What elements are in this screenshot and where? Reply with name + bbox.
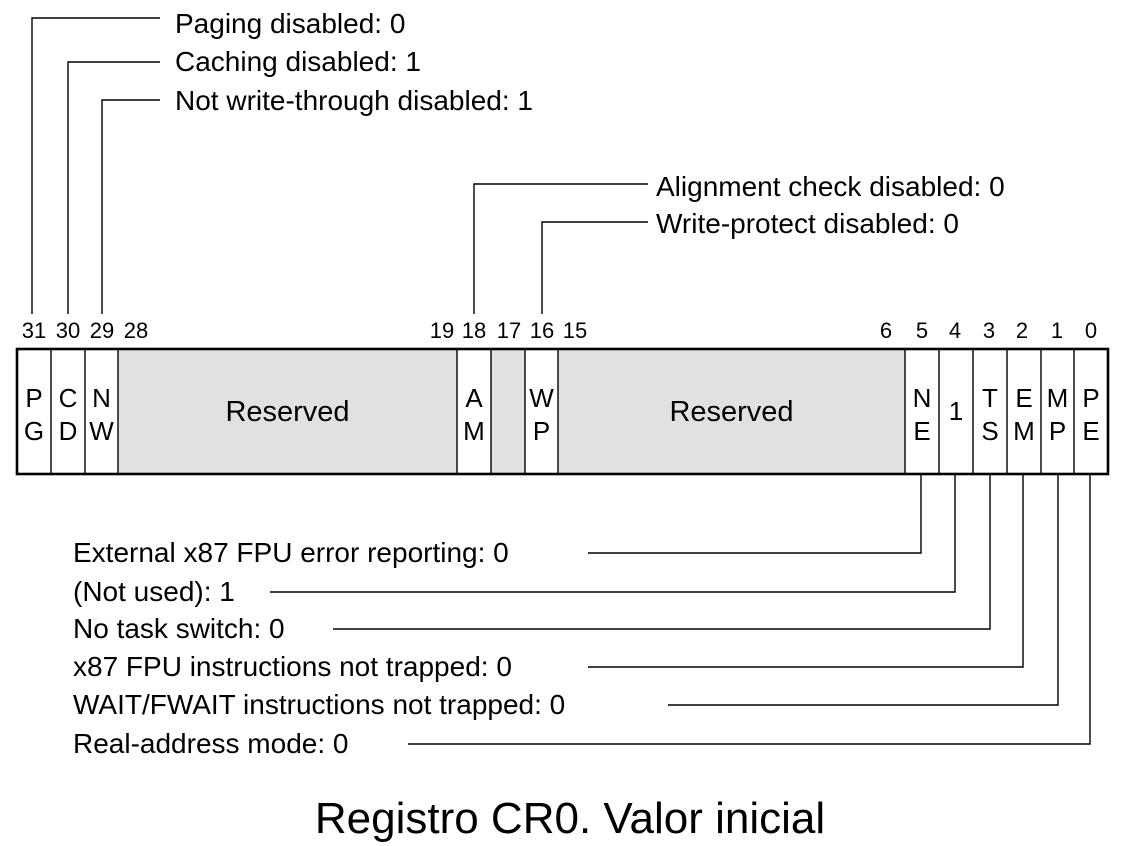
diagram-caption: Registro CR0. Valor inicial xyxy=(315,794,825,843)
field-pe-label-2: E xyxy=(1082,416,1099,446)
bit-number: 18 xyxy=(462,318,486,343)
bit-number: 15 xyxy=(563,318,587,343)
bit-number: 6 xyxy=(880,318,892,343)
register-border xyxy=(15,347,1110,476)
leader-line-cd xyxy=(67,61,160,314)
field-am-label-1: A xyxy=(465,383,483,413)
leader-line-pg xyxy=(31,17,160,314)
field-bit4-fill xyxy=(939,349,973,474)
field-reserved-high-fill xyxy=(118,349,457,474)
field-em: EM xyxy=(1007,349,1041,474)
field-bit4-label: 1 xyxy=(949,396,963,426)
field-wp-label-2: P xyxy=(533,416,550,446)
field-mp-label-2: P xyxy=(1049,416,1066,446)
field-nw-label-1: N xyxy=(92,383,111,413)
field-wp: WP xyxy=(525,349,558,474)
field-wp-label-1: W xyxy=(529,383,554,413)
field-ne: NE xyxy=(905,349,939,474)
bit-number: 5 xyxy=(916,318,928,343)
bit-number: 2 xyxy=(1016,318,1028,343)
annotation-pe: Real-address mode: 0 xyxy=(73,728,348,759)
field-am: AM xyxy=(457,349,491,474)
field-em-label-2: M xyxy=(1013,416,1035,446)
field-ts-label-2: S xyxy=(981,416,998,446)
field-reserved-high: Reserved xyxy=(118,349,457,474)
bit-number: 30 xyxy=(56,318,80,343)
annotation-nw: Not write-through disabled: 1 xyxy=(175,85,533,116)
field-reserved-low-fill xyxy=(558,349,905,474)
field-reserved-low-label: Reserved xyxy=(669,396,793,428)
field-nw-fill xyxy=(85,349,118,474)
leader-line-pe xyxy=(408,474,1091,745)
bit-number: 0 xyxy=(1085,318,1097,343)
leader-line-ne xyxy=(588,474,922,554)
field-am-fill xyxy=(457,349,491,474)
leader-line-bit4 xyxy=(270,474,956,593)
annotation-cd: Caching disabled: 1 xyxy=(175,46,421,77)
field-cd-label-1: C xyxy=(59,383,78,413)
field-ne-label-1: N xyxy=(913,383,932,413)
field-pg-label-1: P xyxy=(25,383,42,413)
field-pg-fill xyxy=(17,349,51,474)
bit-number: 4 xyxy=(949,318,961,343)
bit-number: 17 xyxy=(497,318,521,343)
field-em-fill xyxy=(1007,349,1041,474)
field-cd-label-2: D xyxy=(59,416,78,446)
field-mp-fill xyxy=(1041,349,1074,474)
bottom-annotations: External x87 FPU error reporting: 0 (Not … xyxy=(73,474,1091,759)
leader-line-mp xyxy=(668,474,1059,706)
annotation-ts: No task switch: 0 xyxy=(73,613,285,644)
field-reserved-low: Reserved xyxy=(558,349,905,474)
annotation-wp: Write-protect disabled: 0 xyxy=(656,208,959,239)
field-ts-fill xyxy=(973,349,1007,474)
leader-line-wp xyxy=(541,221,648,314)
annotation-bit4: (Not used): 1 xyxy=(73,576,235,607)
field-bit17-fill xyxy=(491,349,525,474)
bit-number: 31 xyxy=(22,318,46,343)
field-reserved-high-label: Reserved xyxy=(225,396,349,428)
field-pe: PE xyxy=(1074,349,1108,474)
annotation-am: Alignment check disabled: 0 xyxy=(656,171,1005,202)
bit-number: 16 xyxy=(530,318,554,343)
field-mp: MP xyxy=(1041,349,1074,474)
bit-number: 1 xyxy=(1051,318,1063,343)
field-bit4: 1 xyxy=(939,349,973,474)
field-pg-label-2: G xyxy=(24,416,44,446)
annotation-mp: WAIT/FWAIT instructions not trapped: 0 xyxy=(73,689,565,720)
annotation-ne: External x87 FPU error reporting: 0 xyxy=(73,537,509,568)
field-cd-fill xyxy=(51,349,85,474)
field-em-label-1: E xyxy=(1015,383,1032,413)
field-wp-fill xyxy=(525,349,558,474)
field-pe-label-1: P xyxy=(1082,383,1099,413)
field-cd: CD xyxy=(51,349,85,474)
top-annotations: Paging disabled: 0 Caching disabled: 1 Not… xyxy=(31,8,1005,314)
field-ne-fill xyxy=(905,349,939,474)
field-bit17 xyxy=(491,349,525,474)
bit-number: 19 xyxy=(430,318,454,343)
annotation-em: x87 FPU instructions not trapped: 0 xyxy=(73,651,512,682)
field-am-label-2: M xyxy=(463,416,485,446)
leader-line-am xyxy=(473,183,648,314)
bit-number: 28 xyxy=(124,318,148,343)
field-ne-label-2: E xyxy=(913,416,930,446)
leader-line-ts xyxy=(333,474,991,630)
field-ts-label-1: T xyxy=(982,383,998,413)
leader-line-em xyxy=(588,474,1024,668)
leader-line-nw xyxy=(101,99,160,314)
bit-number: 29 xyxy=(90,318,114,343)
annotation-pg: Paging disabled: 0 xyxy=(175,8,405,39)
field-pe-fill xyxy=(1074,349,1108,474)
field-nw: NW xyxy=(85,349,118,474)
field-nw-label-2: W xyxy=(89,416,114,446)
field-pg: PG xyxy=(17,349,51,474)
field-mp-label-1: M xyxy=(1047,383,1069,413)
field-ts: TS xyxy=(973,349,1007,474)
bit-number: 3 xyxy=(983,318,995,343)
